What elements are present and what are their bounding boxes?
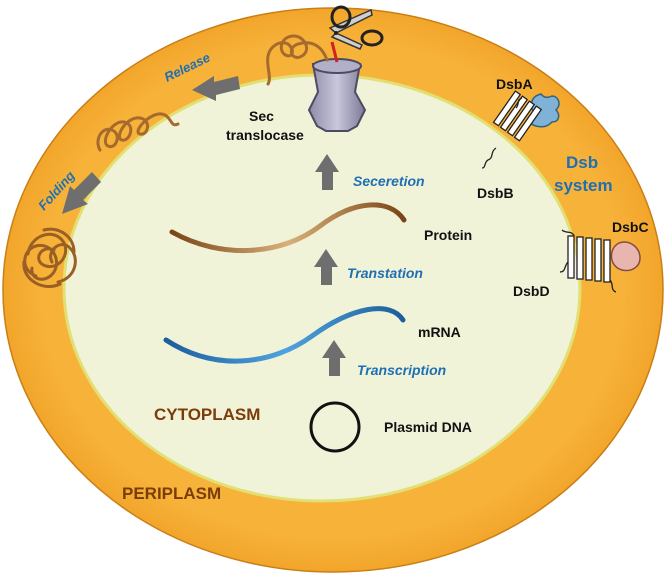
exiting-peptide-coil (266, 34, 329, 86)
secretion-label: Seceretion (353, 173, 425, 189)
release-arrow (192, 76, 240, 101)
dsbc-label: DsbC (612, 219, 649, 235)
translation-arrow (314, 249, 338, 285)
mrna-strand (163, 306, 406, 364)
protein-strand (169, 202, 407, 254)
transcription-arrow (322, 340, 346, 376)
secretion-arrow (315, 154, 339, 190)
cytoplasm-label: CYTOPLASM (154, 405, 260, 424)
dsba-label: DsbA (496, 76, 533, 92)
mrna-label: mRNA (418, 324, 461, 340)
dsb-system-label-line2: system (554, 176, 613, 195)
protein-label: Protein (424, 227, 472, 243)
scissors-icon (328, 5, 384, 63)
released-peptide-coil (96, 112, 180, 152)
dsb-system-label-line1: Dsb (566, 153, 598, 172)
folding-arrow (62, 172, 101, 214)
periplasm-label: PERIPLASM (122, 484, 221, 503)
folded-protein (22, 227, 77, 288)
transcription-label: Transcription (357, 362, 446, 378)
sec-translocase-label-line1: Sec (249, 108, 274, 124)
dsbb-transmembrane (481, 90, 543, 169)
translation-label: Transtation (347, 265, 423, 281)
plasmid-dna-label: Plasmid DNA (384, 419, 472, 435)
dsbd-transmembrane (559, 229, 617, 293)
dsbc-shape (610, 241, 641, 272)
dsbd-label: DsbD (513, 283, 550, 299)
sec-translocase (307, 58, 367, 132)
cytoplasm-region (62, 73, 582, 503)
sec-translocase-label-line2: translocase (226, 127, 304, 143)
dsbb-label: DsbB (477, 185, 514, 201)
plasmid-dna-circle (309, 401, 361, 453)
